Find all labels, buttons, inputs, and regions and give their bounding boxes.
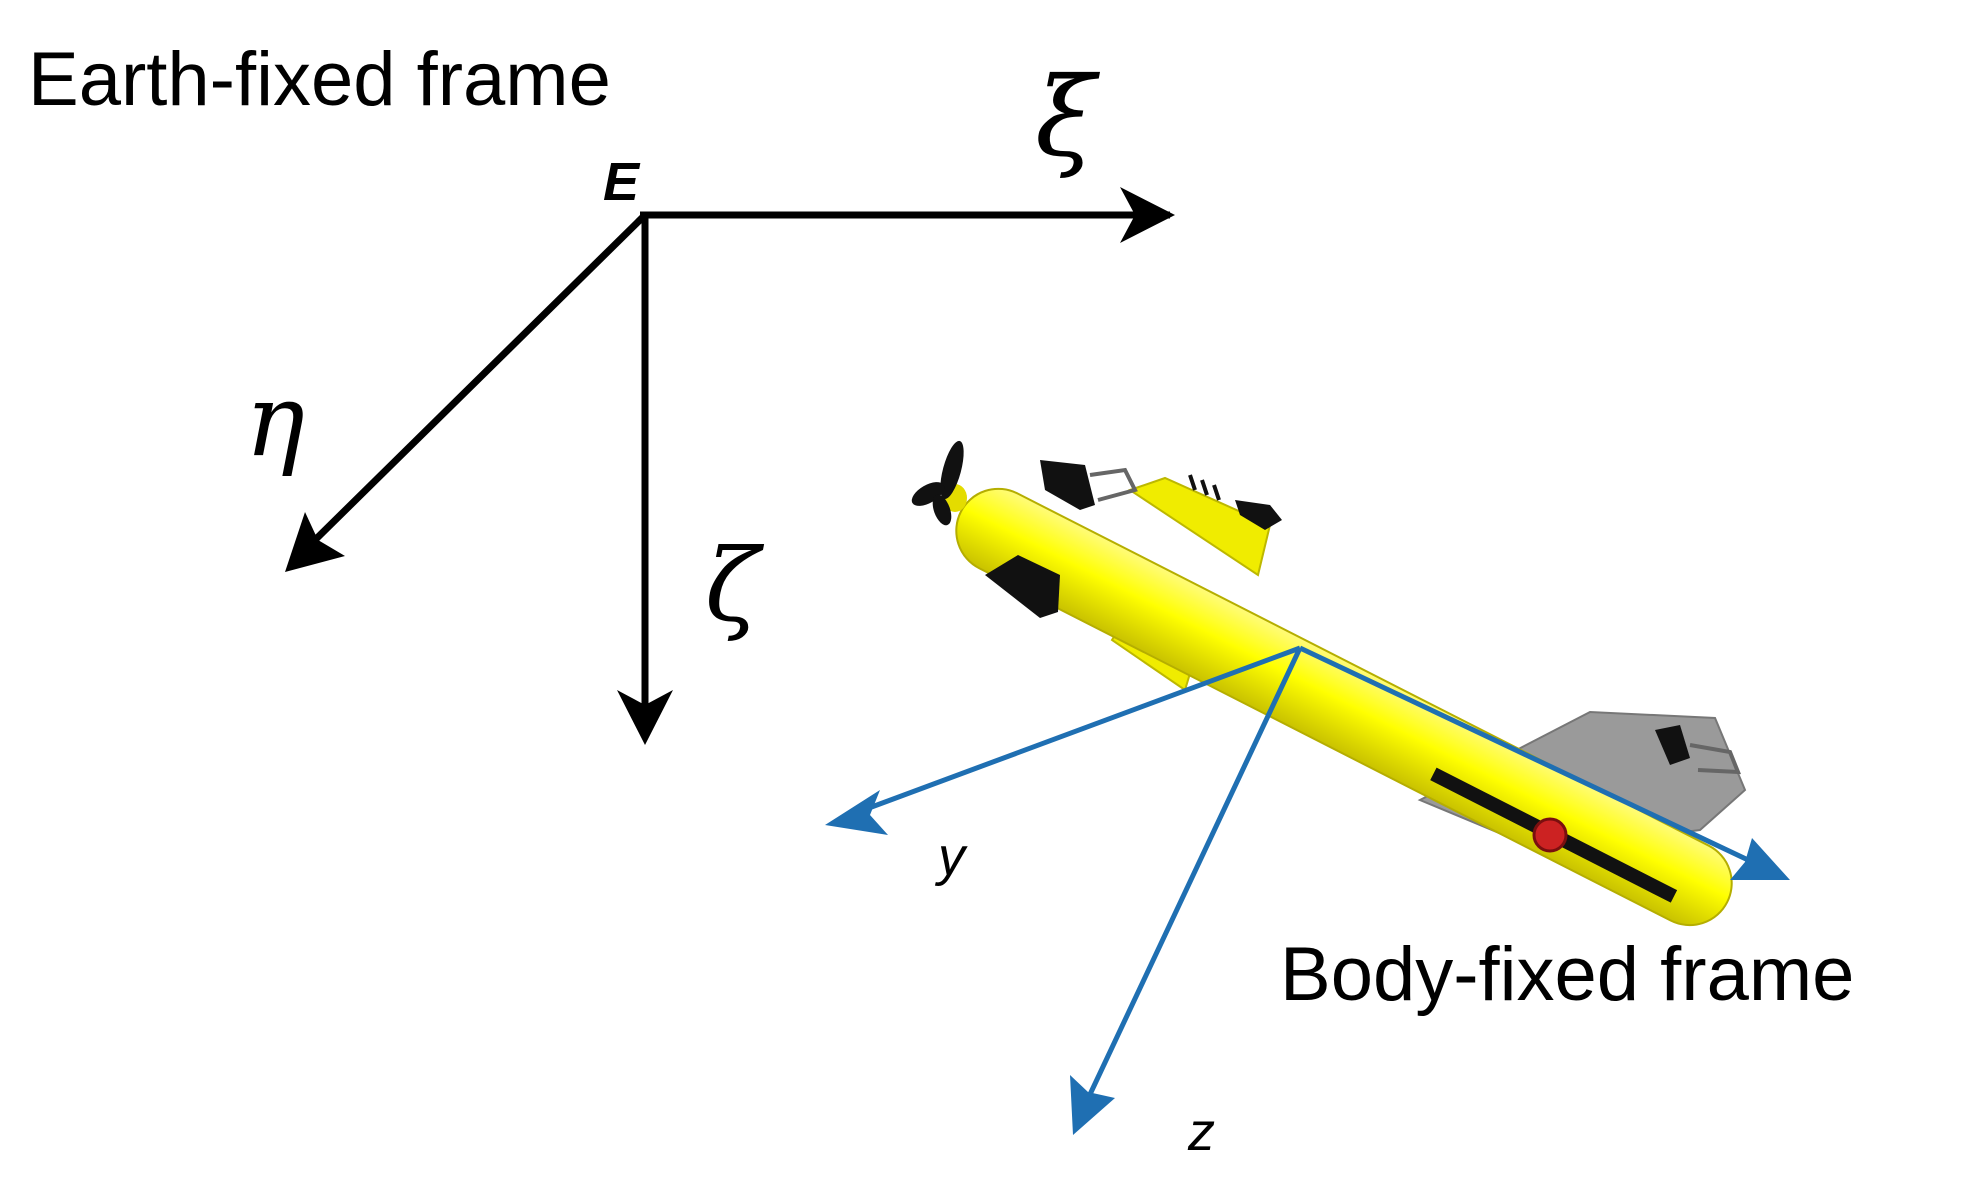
body-frame-title: Body-fixed frame xyxy=(1280,932,1854,1017)
auv-fin-top xyxy=(1040,460,1095,510)
arrowhead-body-y xyxy=(825,790,888,835)
arrowhead-zeta xyxy=(617,690,673,745)
auv-fin-bracket-top xyxy=(1089,467,1138,502)
auv-vehicle xyxy=(911,440,1747,927)
auv-fin-bracket-rear xyxy=(1689,743,1742,775)
auv-thruster xyxy=(1532,817,1568,853)
arrowhead-body-z xyxy=(1070,1075,1115,1135)
earth-axis-eta-label: η xyxy=(245,362,305,479)
earth-axis-eta xyxy=(312,212,648,543)
earth-axis-zeta-label: ζ xyxy=(705,527,765,644)
body-axis-y xyxy=(849,645,1301,818)
auv-hull xyxy=(955,487,1733,927)
auv-propeller xyxy=(911,440,964,526)
body-axis-z-label: z xyxy=(1187,1102,1215,1162)
auv-antennas xyxy=(1188,474,1221,501)
body-axis-x xyxy=(1298,645,1767,871)
body-frame-axes xyxy=(849,645,1767,1107)
body-axis-y-label: y xyxy=(934,827,968,887)
body-axis-z xyxy=(1082,646,1303,1107)
earth-frame-title: Earth-fixed frame xyxy=(28,37,611,122)
auv-mast xyxy=(1235,500,1282,530)
arrowhead-eta xyxy=(285,512,345,572)
earth-axis-xi-label: ξ xyxy=(1035,53,1101,181)
arrowhead-body-x xyxy=(1730,838,1790,880)
arrowhead-xi xyxy=(1120,187,1175,243)
earth-frame-arrowheads xyxy=(285,187,1175,745)
earth-origin-label: E xyxy=(603,152,641,212)
auv-fin-rear xyxy=(1655,725,1690,765)
body-frame-arrowheads xyxy=(825,790,1790,1135)
earth-frame-axes xyxy=(312,211,1170,720)
auv-fin-bottom xyxy=(985,555,1060,618)
